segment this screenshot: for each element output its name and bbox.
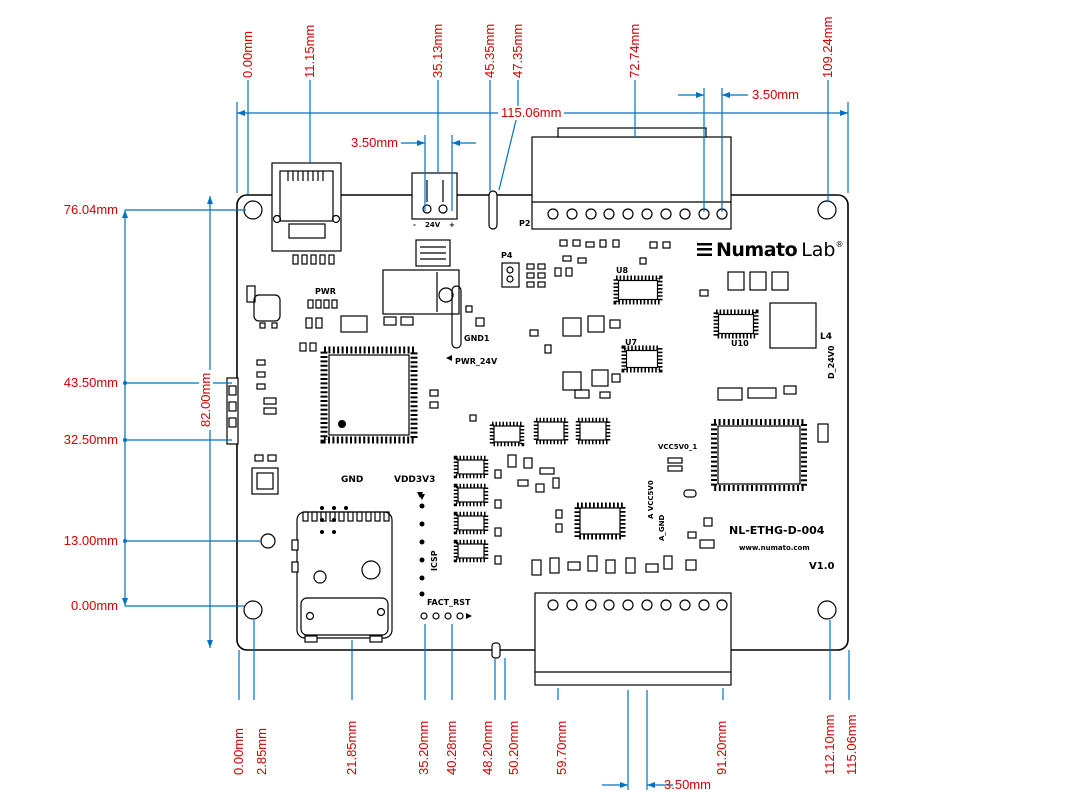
board-website: www.numato.com: [739, 544, 810, 552]
dim-bottom-10: 115.06mm: [844, 714, 859, 775]
silk-u8: U8: [616, 266, 629, 275]
mounting-hole-top-right: [817, 200, 837, 220]
dim-top-4: 47.35mm: [510, 23, 525, 78]
dim-top-5: 72.74mm: [627, 23, 642, 78]
dim-left-3: 13.00mm: [63, 533, 118, 548]
left-edge-connector: [226, 377, 239, 445]
ic-bottom-middle: [574, 502, 626, 540]
mounting-hole-bottom-left: [243, 600, 263, 620]
numato-logo: Numato Lab ®: [697, 239, 843, 261]
silk-power-neg: -: [413, 221, 416, 229]
dim-bottom-2: 21.85mm: [344, 720, 359, 775]
top-edge-slot: [488, 190, 498, 230]
small-hole: [260, 533, 276, 549]
bottom-edge-slot: [491, 642, 501, 659]
dim-power-pitch: 3.50mm: [351, 135, 398, 150]
dim-top-1: 11.15mm: [302, 24, 317, 78]
ethernet-jack: [271, 162, 342, 265]
dim-bottom-6: 50.20mm: [506, 720, 521, 775]
dim-bottom-3: 35.20mm: [416, 720, 431, 775]
dim-board-width: 115.06mm: [498, 106, 565, 120]
silk-p4: P4: [501, 251, 513, 260]
board-part-number: NL-ETHG-D-004: [729, 524, 825, 537]
icsp-pads: [419, 494, 425, 597]
mounting-hole-top-left: [243, 200, 263, 220]
dim-bottom-7: 59.70mm: [554, 720, 569, 775]
silk-d24v0: D_24V0: [827, 345, 836, 379]
silk-pwr-24v: PWR_24V: [455, 357, 498, 366]
dim-bottom-5: 48.20mm: [480, 720, 495, 775]
dim-left-0: 76.04mm: [63, 202, 118, 217]
dim-board-height: 82.00mm: [198, 369, 213, 430]
vdd3v3-marker: [417, 492, 423, 498]
p4-header: [501, 262, 520, 288]
board-version: V1.0: [809, 561, 835, 572]
dim-bottom-4: 40.28mm: [444, 720, 459, 775]
dim-top-6: 109.24mm: [820, 16, 835, 78]
dim-bottom-0: 0.00mm: [231, 728, 246, 775]
silk-u7: U7: [625, 338, 638, 347]
dim-top-2: 35.13mm: [430, 23, 445, 78]
silk-gnd1: GND1: [464, 334, 490, 343]
fact-rst-pads: [420, 612, 472, 620]
power-component: [415, 239, 451, 267]
numato-logo-icon: [697, 243, 712, 257]
silk-p2: P2: [519, 219, 531, 228]
silk-a-gnd: A_GND: [658, 514, 666, 541]
silk-vdd3v3: VDD3V3: [394, 475, 436, 485]
dim-left-2: 32.50mm: [63, 432, 118, 447]
silk-a-vcc5v0: A VCC5V0: [647, 480, 655, 519]
smd-components: [246, 239, 829, 576]
dim-p2-pitch: 3.50mm: [752, 87, 799, 102]
ic-u7: [621, 345, 663, 373]
dim-top-3: 45.35mm: [482, 23, 497, 78]
mounting-hole-bottom-right: [817, 600, 837, 620]
silk-u10: U10: [731, 339, 749, 348]
dim-bottom-8: 91.20mm: [714, 720, 729, 775]
ic-right-large: [711, 419, 807, 491]
mcu-chip: [320, 346, 418, 444]
dim-bottom-9: 112.10mm: [822, 714, 837, 775]
logo-registered-mark: ®: [835, 240, 844, 249]
silk-power-pos: +: [449, 221, 455, 229]
dim-bottom-pitch: 3.50mm: [664, 777, 711, 792]
dim-bottom-1: 2.85mm: [254, 728, 269, 775]
logo-text-numato: Numato: [716, 239, 798, 261]
silk-gnd: GND: [341, 475, 364, 485]
board-artwork: [226, 127, 849, 686]
ic-center-row: [489, 417, 611, 447]
power-terminal: [411, 172, 458, 220]
silk-power-24v: 24V: [425, 221, 441, 229]
power-section: [382, 269, 462, 349]
gnd-test-pads: [320, 506, 348, 534]
dim-top-0: 0.00mm: [240, 31, 255, 78]
bottom-io-connector: [534, 592, 732, 686]
pwr24v-marker: [446, 355, 452, 361]
p2-connector: [531, 127, 732, 230]
dim-left-4: 0.00mm: [71, 598, 118, 613]
silk-pwr: PWR: [315, 287, 336, 296]
silk-fact-rst: FACT_RST: [427, 598, 471, 607]
sd-card-module: [291, 511, 393, 643]
silk-icsp: ICSP: [430, 550, 439, 571]
silk-l4: L4: [820, 332, 832, 342]
logo-text-lab: Lab: [801, 239, 836, 261]
dim-left-1: 43.50mm: [63, 375, 118, 390]
silk-vcc5v0-1: VCC5V0_1: [658, 443, 698, 451]
inductor-l4: [769, 302, 817, 349]
ic-u10: [713, 309, 759, 339]
ic-left-column: [453, 455, 489, 563]
ic-u8: [613, 275, 663, 305]
